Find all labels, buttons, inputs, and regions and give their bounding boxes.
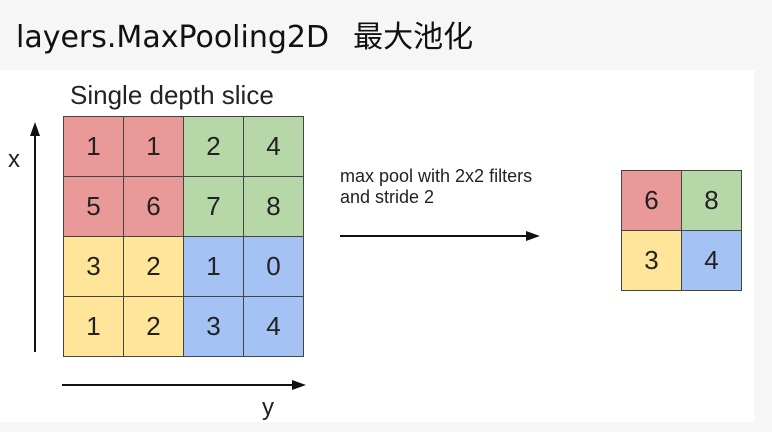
input-grid-cell: 2 <box>124 297 184 357</box>
input-grid-cell: 3 <box>64 237 124 297</box>
input-grid-cell: 4 <box>244 297 304 357</box>
axis-x-label: x <box>8 146 20 173</box>
page-title-main: layers.MaxPooling2D <box>16 20 330 55</box>
input-grid-cell: 1 <box>184 237 244 297</box>
axis-y-label: y <box>262 394 274 421</box>
input-grid-cell: 4 <box>244 117 304 177</box>
input-grid-cell: 1 <box>124 117 184 177</box>
input-grid-cell: 1 <box>64 297 124 357</box>
output-grid-cell: 8 <box>682 171 742 231</box>
y-axis-arrow <box>62 380 306 390</box>
arrows-layer <box>30 122 540 390</box>
output-grid-cell: 3 <box>622 231 682 291</box>
input-grid-cell: 6 <box>124 177 184 237</box>
output-grid-cell: 6 <box>622 171 682 231</box>
input-grid-cell: 1 <box>64 117 124 177</box>
input-grid-cell: 2 <box>124 237 184 297</box>
input-grid-cell: 2 <box>184 117 244 177</box>
input-grid-cell: 7 <box>184 177 244 237</box>
input-grid-cell: 8 <box>244 177 304 237</box>
caption-line-1: max pool with 2x2 filters <box>340 166 533 186</box>
input-grid-cell: 3 <box>184 297 244 357</box>
pooling-caption: max pool with 2x2 filters and stride 2 <box>340 166 532 208</box>
pooling-arrow <box>340 231 540 241</box>
caption-line-2: and stride 2 <box>340 187 435 207</box>
input-grid-cell: 0 <box>244 237 304 297</box>
slice-title: Single depth slice <box>70 80 274 110</box>
page-title-chinese: 最大池化 <box>353 20 474 55</box>
output-grid-cell: 4 <box>682 231 742 291</box>
page-title: layers.MaxPooling2D 最大池化 <box>16 14 473 62</box>
x-axis-arrow <box>30 122 40 352</box>
input-grid-cell: 5 <box>64 177 124 237</box>
